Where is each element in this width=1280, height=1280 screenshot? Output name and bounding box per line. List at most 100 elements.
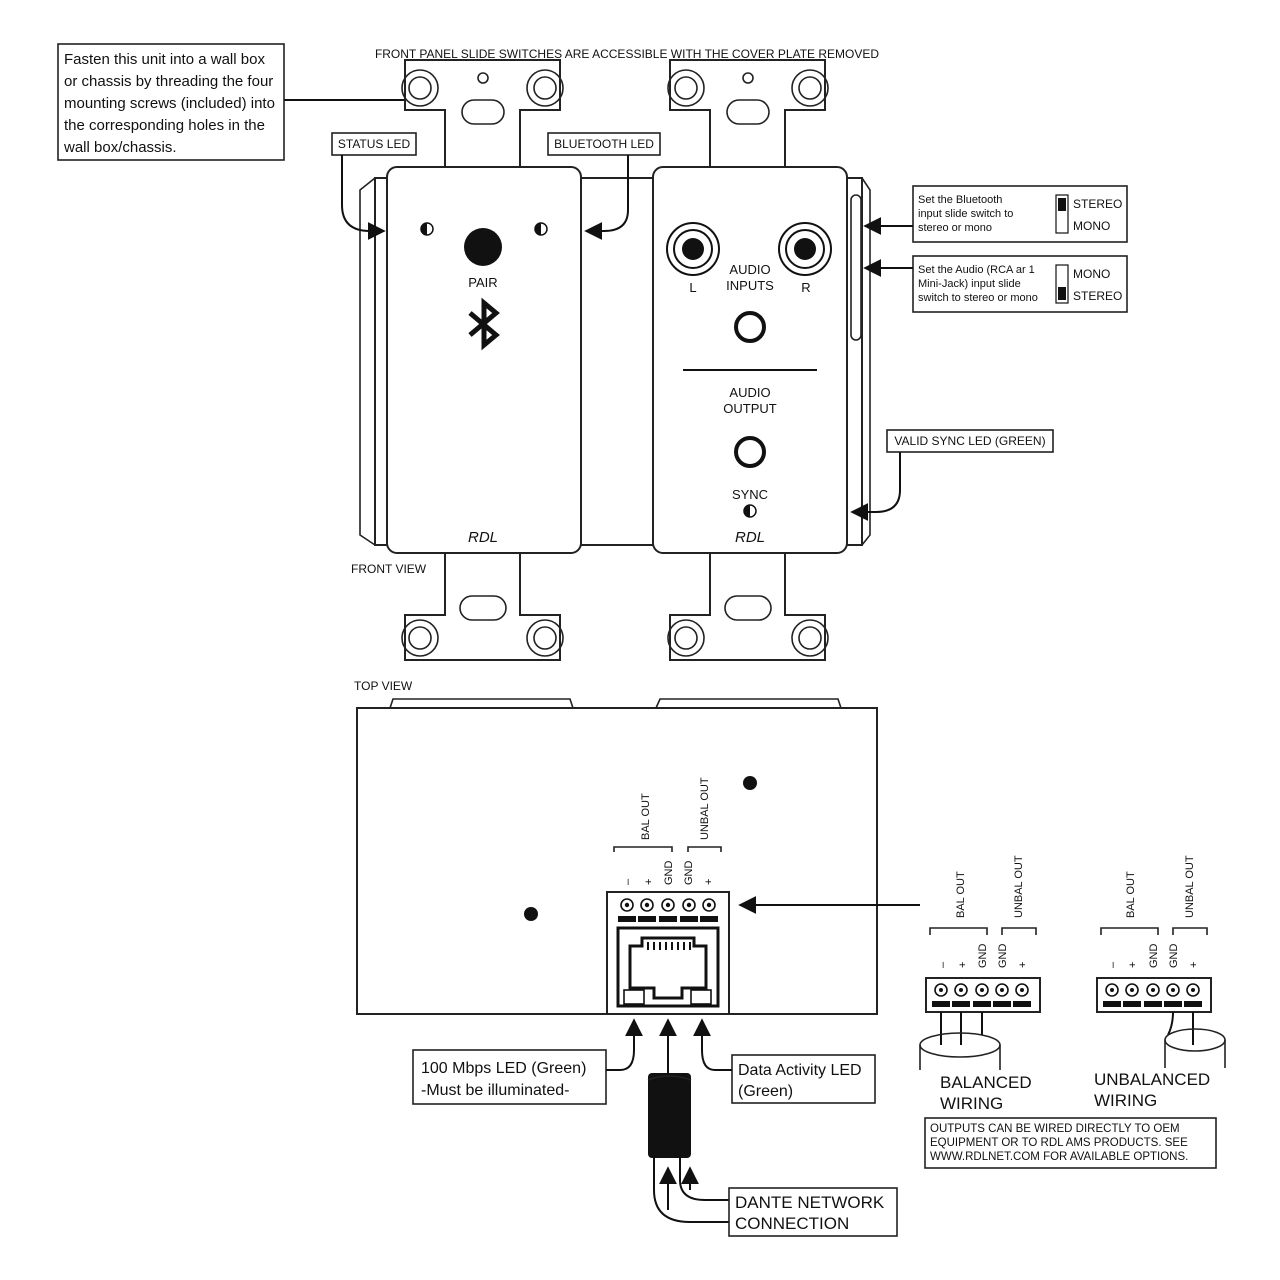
mounting-ear-top-left [401, 59, 564, 171]
unbal-out-label: UNBAL OUT [1013, 855, 1025, 918]
mounting-ear-bottom-left [401, 549, 564, 661]
bluetooth-panel [386, 166, 582, 554]
network-cable [679, 1158, 730, 1201]
audio-output-label: OUTPUT [723, 401, 777, 416]
status-led-callout: STATUS LED [338, 137, 411, 151]
right-channel-label: R [801, 280, 810, 295]
left-channel-label: L [689, 280, 696, 295]
outputs-note-line: WWW.RDLNET.COM FOR AVAILABLE OPTIONS. [930, 1151, 1188, 1163]
outputs-note-line: EQUIPMENT OR TO RDL AMS PRODUCTS. SEE [930, 1137, 1188, 1149]
balanced-wiring: BAL OUT UNBAL OUT – + GND GND + [919, 855, 1041, 1070]
terminal-pin-label: GND [1168, 944, 1180, 969]
bluetooth-icon [468, 297, 500, 351]
audio-inputs-label: INPUTS [726, 278, 774, 293]
bluetooth-led-callout-box [547, 132, 661, 156]
terminal-pin-label: GND [1148, 944, 1160, 969]
dante-callout: CONNECTION [735, 1214, 849, 1233]
terminal-pin-label: – [622, 878, 634, 885]
terminal-screw[interactable] [661, 898, 675, 912]
bal-out-label: BAL OUT [640, 793, 652, 840]
led-100mbps-callout: 100 Mbps LED (Green) [421, 1060, 586, 1077]
network-cable-plug [648, 1073, 691, 1158]
valid-sync-arrow [850, 452, 901, 521]
fasten-note-box [57, 43, 285, 161]
sync-label: SYNC [732, 487, 768, 502]
bt-switch-note: Set the Bluetooth input slide switch to … [918, 194, 1013, 234]
unbalanced-wiring-label: WIRING [1094, 1091, 1157, 1110]
outputs-note-box [924, 1117, 1217, 1169]
bt-switch-knob [1058, 198, 1066, 211]
terminal-pin-label: + [1188, 962, 1200, 968]
slide-switch-slot [850, 194, 862, 341]
audio-switch-knob [1058, 287, 1066, 300]
terminal-screw[interactable] [702, 898, 716, 912]
dante-callout: DANTE NETWORK [735, 1193, 885, 1212]
valid-sync-callout: VALID SYNC LED (GREEN) [894, 434, 1045, 448]
terminal-pin-label: + [957, 962, 969, 968]
front-view-label: FRONT VIEW [351, 562, 427, 576]
terminal-pin-label: + [643, 879, 655, 885]
network-cable [653, 1158, 730, 1223]
bluetooth-led-callout: BLUETOOTH LED [554, 137, 654, 151]
fasten-note-line: mounting screws (included) into [64, 95, 275, 112]
rca-jack-left[interactable] [666, 222, 720, 276]
audio-switch-note-line: Set the Audio (RCA ar 1 [918, 264, 1035, 276]
bal-out-label: BAL OUT [955, 871, 967, 918]
mounting-hole [524, 907, 538, 921]
fasten-note-line: or chassis by threading the four [64, 73, 273, 90]
status-led-arrow [341, 155, 386, 240]
unbalanced-wiring: BAL OUT UNBAL OUT – + GND GND + [1096, 855, 1226, 1068]
bal-out-label: BAL OUT [1125, 871, 1137, 918]
fasten-note-line: the corresponding holes in the [64, 117, 265, 134]
data-activity-callout: (Green) [738, 1083, 793, 1100]
unbal-out-label: UNBAL OUT [699, 777, 711, 840]
terminal-block [618, 898, 718, 922]
terminal-pin-label: + [1017, 962, 1029, 968]
terminal-pin-label: GND [683, 861, 695, 886]
led-100mbps-arrow [606, 1018, 643, 1071]
led-data-activity [690, 989, 712, 1005]
pair-button[interactable] [464, 228, 502, 266]
terminal-screw[interactable] [682, 898, 696, 912]
fasten-note: Fasten this unit into a wall box or chas… [63, 51, 275, 156]
audio-inputs-label: AUDIO [729, 262, 770, 277]
bt-switch-option-stereo: STEREO [1073, 197, 1122, 211]
bt-switch-note-box [912, 185, 1128, 243]
brand-label: RDL [468, 529, 498, 546]
minijack-input[interactable] [734, 311, 766, 343]
audio-switch-note-line: switch to stereo or mono [918, 292, 1038, 304]
status-led-callout-box [331, 132, 417, 156]
mounting-ear-bottom-right [667, 549, 829, 661]
audio-switch-note: Set the Audio (RCA ar 1 Mini-Jack) input… [918, 264, 1038, 304]
terminal-pin-label: GND [663, 861, 675, 886]
bt-switch-note-line: stereo or mono [918, 222, 992, 234]
bluetooth-led-arrow [584, 155, 629, 240]
audio-switch-note-box [912, 255, 1128, 313]
led-100mbps-callout: -Must be illuminated- [421, 1082, 570, 1099]
terminal-screw[interactable] [620, 898, 634, 912]
led-100mbps-callout-box [412, 1049, 607, 1105]
audio-switch-option-mono: MONO [1073, 267, 1110, 281]
audio-output-label: AUDIO [729, 385, 770, 400]
audio-switch-option-stereo: STEREO [1073, 289, 1122, 303]
audio-switch-note-line: Mini-Jack) input slide [918, 278, 1021, 290]
dante-callout-box [728, 1187, 898, 1237]
bt-switch-option-mono: MONO [1073, 219, 1110, 233]
terminal-pin-label: GND [997, 944, 1009, 969]
fasten-note-line: Fasten this unit into a wall box [64, 51, 265, 68]
sync-led [743, 504, 757, 518]
terminal-pin-label: GND [977, 944, 989, 969]
bt-switch-note-line: input slide switch to [918, 208, 1013, 220]
terminal-pin-label: – [937, 961, 949, 968]
data-activity-arrow [693, 1018, 732, 1071]
rca-jack-right[interactable] [778, 222, 832, 276]
terminal-screw[interactable] [640, 898, 654, 912]
mounting-hole [743, 776, 757, 790]
bluetooth-led [534, 222, 548, 236]
minijack-output[interactable] [734, 436, 766, 468]
fasten-note-line: wall box/chassis. [63, 139, 177, 156]
data-activity-callout-box [731, 1054, 876, 1104]
valid-sync-callout-box [886, 429, 1054, 453]
balanced-wiring-label: BALANCED [940, 1073, 1032, 1092]
